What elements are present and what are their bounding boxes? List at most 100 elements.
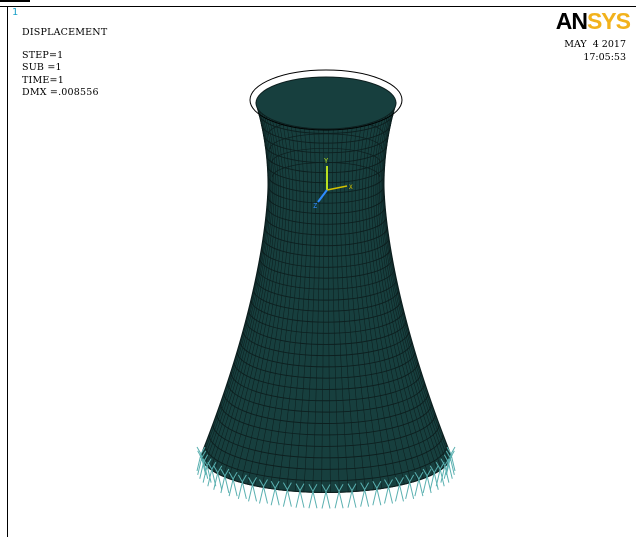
support-symbol — [248, 477, 258, 502]
support-symbol — [321, 484, 331, 509]
mesh-meridian — [228, 116, 282, 479]
mesh-meridian — [381, 108, 448, 465]
mesh-meridian — [277, 122, 305, 490]
mesh-meridian — [382, 106, 450, 462]
mesh-meridian — [373, 114, 429, 477]
support-symbol — [295, 483, 305, 508]
mesh-inner-ring — [269, 133, 383, 150]
support-symbol — [372, 481, 382, 506]
triad-z-axis — [317, 189, 328, 203]
mesh-meridian — [254, 120, 294, 486]
mesh-meridian — [247, 119, 290, 485]
mesh-meridians — [200, 103, 452, 493]
ansys-logo: ANSYS — [555, 8, 631, 34]
support-symbol — [228, 471, 238, 497]
mesh-meridian — [294, 123, 312, 492]
support-symbol — [259, 479, 268, 504]
step-label: STEP=1 — [22, 50, 64, 62]
support-symbol — [308, 484, 318, 509]
triad-y-label: Y — [324, 157, 329, 165]
mesh-meridian — [370, 116, 424, 479]
mesh-meridian — [207, 109, 272, 467]
time-label: TIME=1 — [22, 74, 64, 86]
mesh-meridian — [201, 105, 269, 460]
mesh-meridian — [368, 117, 418, 481]
logo-an: AN — [555, 8, 588, 34]
mesh-meridian — [204, 108, 271, 465]
mesh-meridian — [358, 120, 398, 486]
mesh-ring — [212, 423, 440, 459]
frame-top-border — [0, 6, 636, 7]
support-symbol — [237, 474, 247, 499]
frame-left-border — [7, 6, 8, 537]
time-label-clock: 17:05:53 — [583, 51, 626, 63]
support-symbol — [394, 477, 404, 502]
mesh-meridian — [331, 123, 340, 493]
mesh-ring — [204, 444, 448, 482]
mesh-meridian — [383, 103, 452, 457]
support-symbol — [213, 465, 223, 490]
mesh-meridian — [375, 113, 434, 475]
mesh-meridian — [365, 118, 412, 483]
mesh-meridian — [312, 123, 321, 493]
mesh-meridian — [321, 124, 325, 493]
support-symbol — [282, 482, 292, 507]
legend-spacer — [22, 39, 107, 50]
mesh-meridian — [340, 123, 358, 492]
triad-z-label: Z — [313, 202, 317, 210]
mesh-meridian — [303, 123, 316, 492]
mesh-meridian — [286, 122, 308, 491]
base-supports — [196, 446, 456, 509]
support-symbol — [414, 471, 424, 497]
support-symbol — [384, 479, 393, 504]
mesh-meridian — [218, 113, 277, 475]
top-opening — [255, 76, 397, 130]
mesh-meridian — [379, 110, 442, 470]
support-symbol — [446, 446, 456, 472]
window-number: 1 — [12, 7, 19, 18]
triad-x-axis — [326, 185, 348, 191]
support-symbol — [202, 458, 212, 483]
plot-title: DISPLACEMENT — [22, 27, 108, 38]
mesh-meridian — [344, 122, 366, 491]
mesh-meridian — [355, 121, 391, 488]
support-symbol — [270, 481, 280, 506]
mesh-ring — [266, 206, 386, 225]
support-symbol — [422, 468, 432, 494]
support-symbol — [405, 474, 415, 499]
support-symbol — [429, 465, 439, 490]
mesh-meridian — [377, 112, 439, 472]
frame-top-line — [0, 0, 30, 2]
mesh-meridian — [336, 123, 349, 492]
triad-x-label: X — [349, 184, 353, 191]
mesh-ring — [223, 392, 429, 424]
date-label: MAY 4 2017 — [564, 39, 626, 50]
mesh-meridian — [240, 118, 287, 483]
mesh-meridian — [234, 117, 284, 481]
mesh-ring — [219, 403, 433, 436]
top-rim-outline — [249, 69, 403, 131]
mesh-meridian — [347, 122, 375, 490]
mesh-meridian — [210, 110, 273, 470]
mesh-meridian — [327, 124, 331, 493]
support-symbol — [334, 484, 344, 509]
mesh-meridian — [223, 114, 279, 477]
mesh-meridian — [269, 121, 301, 489]
coordinate-triad: Y Z X — [313, 157, 353, 210]
mesh-meridian — [213, 112, 275, 472]
mesh-meridian — [261, 121, 297, 488]
mesh-ring — [216, 413, 436, 447]
mesh-ring — [226, 382, 426, 413]
support-symbol — [220, 468, 230, 494]
sub-label: SUB =1 — [22, 62, 62, 74]
support-symbol — [347, 483, 357, 508]
mesh-ring — [208, 434, 444, 470]
support-symbol — [360, 482, 370, 507]
mesh-inner-ring — [271, 147, 381, 164]
mesh-inner-ring — [272, 162, 380, 178]
mesh-meridian — [202, 106, 270, 462]
tower-shell — [200, 69, 452, 493]
